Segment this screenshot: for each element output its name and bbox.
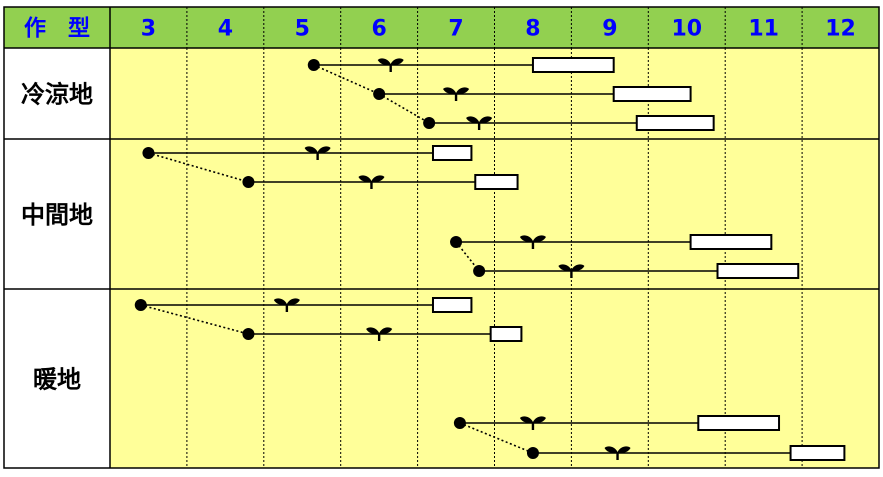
seedling-leaf-right (479, 116, 493, 123)
seedling-leaf-left (519, 416, 533, 423)
seedling-leaf-right (371, 175, 385, 182)
month-label: 7 (448, 17, 463, 42)
header-labels: 作 型 3 4 5 6 7 8 9 10 11 12 (24, 17, 856, 42)
seedling-icon (377, 58, 404, 72)
sowing-dot-icon (373, 88, 386, 100)
sowing-link (455, 241, 480, 272)
seedling-leaf-right (617, 446, 631, 453)
header-label: 作 型 (24, 17, 90, 42)
seedling-icon (604, 446, 631, 460)
seedling-leaf-left (377, 58, 391, 65)
seedling-icon (304, 146, 331, 160)
seedling-icon (519, 235, 546, 249)
harvest-bar (431, 297, 473, 313)
sowing-dot-icon (526, 447, 539, 459)
seedling-icon (358, 175, 385, 189)
seedling-leaf-right (379, 327, 393, 334)
region-label: 冷涼地 (21, 81, 93, 109)
seedling-icon (443, 87, 470, 101)
seedling-leaf-right (390, 58, 404, 65)
harvest-bar (474, 174, 519, 190)
outer-border (3, 6, 880, 469)
seedling-icon (558, 264, 585, 278)
seedling-leaf-left (558, 264, 572, 271)
sowing-dot-icon (242, 328, 255, 340)
seedling-icon (519, 416, 546, 430)
sowing-dot-icon (142, 147, 155, 159)
harvest-bar (489, 326, 523, 342)
month-label: 6 (371, 17, 386, 42)
seedling-leaf-right (456, 87, 470, 94)
harvest-bar (635, 115, 715, 131)
seedling-leaf-left (366, 327, 380, 334)
schedule-marks (134, 57, 846, 461)
sowing-dot-icon (453, 417, 466, 429)
seedling-leaf-right (532, 235, 546, 242)
seedling-leaf-left (304, 146, 318, 153)
seedling-leaf-right (317, 146, 331, 153)
seedling-leaf-left (519, 235, 533, 242)
seedling-leaf-right (571, 264, 585, 271)
seedling-icon (366, 327, 393, 341)
sowing-dot-icon (473, 265, 486, 277)
harvest-bar (789, 445, 846, 461)
sowing-link (378, 93, 430, 124)
month-label: 12 (825, 17, 856, 42)
month-label: 3 (141, 17, 156, 42)
sowing-link (148, 152, 249, 183)
seedling-leaf-left (466, 116, 480, 123)
month-label: 9 (602, 17, 617, 42)
harvest-bar (531, 57, 615, 73)
harvest-bar (612, 86, 692, 102)
harvest-bar (431, 145, 473, 161)
seedling-leaf-left (604, 446, 618, 453)
month-label: 4 (218, 17, 233, 42)
sowing-dot-icon (423, 117, 436, 129)
seedling-icon (273, 298, 300, 312)
seedling-leaf-right (286, 298, 300, 305)
month-label: 5 (295, 17, 310, 42)
month-label: 11 (748, 17, 779, 42)
sowing-link (313, 64, 380, 95)
region-label: 暖地 (33, 366, 81, 394)
region-label: 中間地 (21, 201, 93, 229)
harvest-bar (689, 234, 773, 250)
sowing-dot-icon (242, 176, 255, 188)
label-column-background (4, 7, 110, 468)
header-background (4, 7, 879, 48)
seedling-leaf-left (443, 87, 457, 94)
sowing-dot-icon (307, 59, 320, 71)
harvest-bar (716, 263, 800, 279)
seedling-leaf-left (358, 175, 372, 182)
month-label: 8 (525, 17, 540, 42)
month-label: 10 (671, 17, 702, 42)
sowing-dot-icon (134, 299, 147, 311)
seedling-leaf-left (273, 298, 287, 305)
harvest-bar (697, 415, 781, 431)
seedling-leaf-right (532, 416, 546, 423)
sowing-dot-icon (450, 236, 463, 248)
grid-lines (3, 6, 880, 469)
seedling-icon (466, 116, 493, 130)
sowing-link (140, 304, 249, 335)
